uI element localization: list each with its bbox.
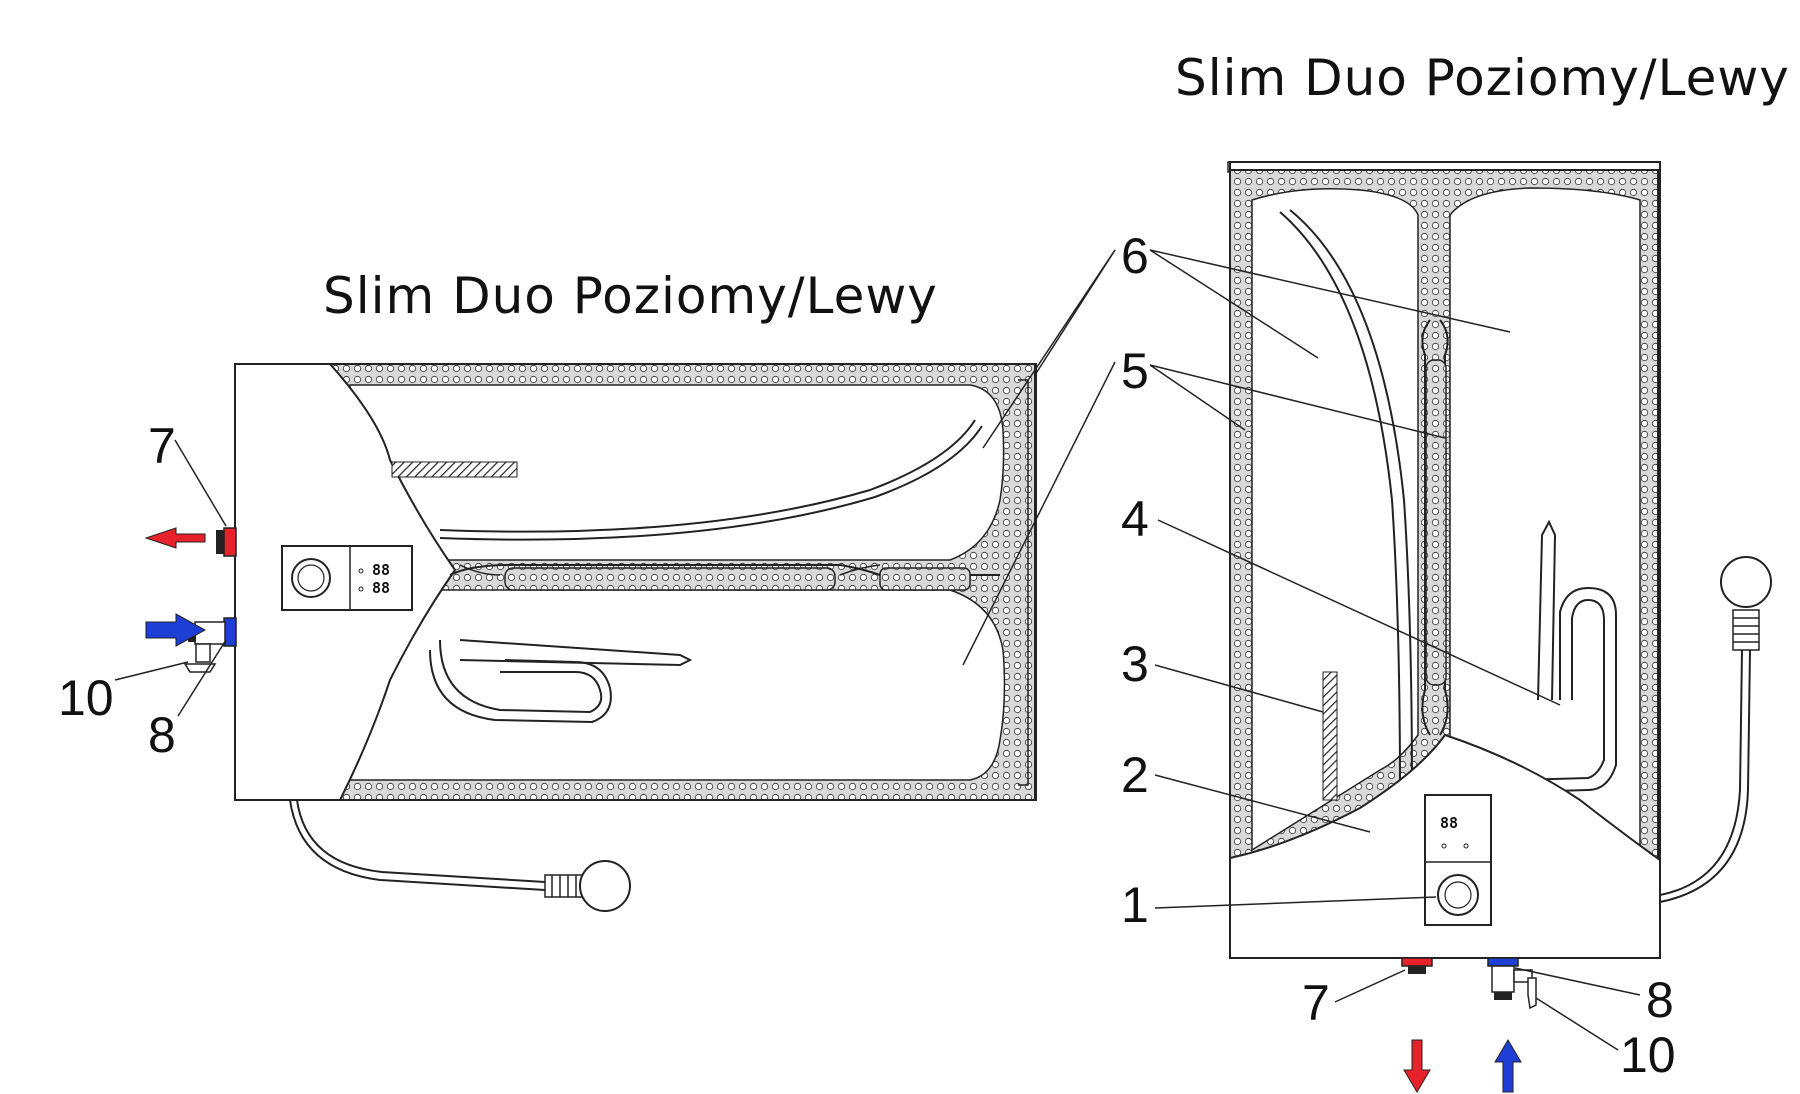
- label-1: 1: [1121, 877, 1149, 933]
- hot-outlet-pipe-left: [223, 527, 237, 557]
- label-2: 2: [1121, 747, 1149, 803]
- inner-tank-upper: [349, 384, 1005, 561]
- digital-display-left-2: 88: [372, 579, 390, 597]
- inner-tank-right: [1449, 187, 1641, 862]
- cold-water-arrow-icon-right: [1494, 1039, 1522, 1093]
- thermostat-knob-icon-right[interactable]: [1437, 874, 1479, 916]
- cold-inlet-pipe-right: [1487, 957, 1519, 967]
- label-7-right: 7: [1302, 975, 1330, 1031]
- digital-display-right: 88: [1440, 814, 1458, 832]
- hot-water-arrow-icon: [144, 527, 206, 549]
- title-right: Slim Duo Poziomy/Lewy: [1175, 49, 1790, 107]
- label-4: 4: [1121, 491, 1149, 547]
- hot-outlet-pipe-right: [1401, 957, 1433, 967]
- inner-tank-lower: [349, 589, 1006, 781]
- horizontal-heater: 88 88: [183, 363, 1037, 912]
- power-plug-icon: [579, 860, 631, 912]
- safety-valve-right: [1491, 965, 1515, 993]
- label-6: 6: [1121, 228, 1149, 284]
- digital-display-left: 88: [372, 561, 390, 579]
- vertical-heater: 88: [1227, 161, 1772, 1010]
- power-plug-icon-right: [1720, 556, 1772, 608]
- label-8-right: 8: [1646, 972, 1674, 1028]
- cold-inlet-pipe-left: [223, 617, 237, 647]
- label-8-left: 8: [148, 707, 176, 763]
- cold-water-arrow-icon: [145, 613, 207, 647]
- title-left: Slim Duo Poziomy/Lewy: [323, 267, 938, 325]
- hot-water-arrow-icon-right: [1403, 1039, 1431, 1093]
- label-5: 5: [1121, 343, 1149, 399]
- label-10-right: 10: [1620, 1027, 1676, 1083]
- label-3: 3: [1121, 636, 1149, 692]
- label-7-left: 7: [148, 418, 176, 474]
- label-10-left: 10: [58, 670, 114, 726]
